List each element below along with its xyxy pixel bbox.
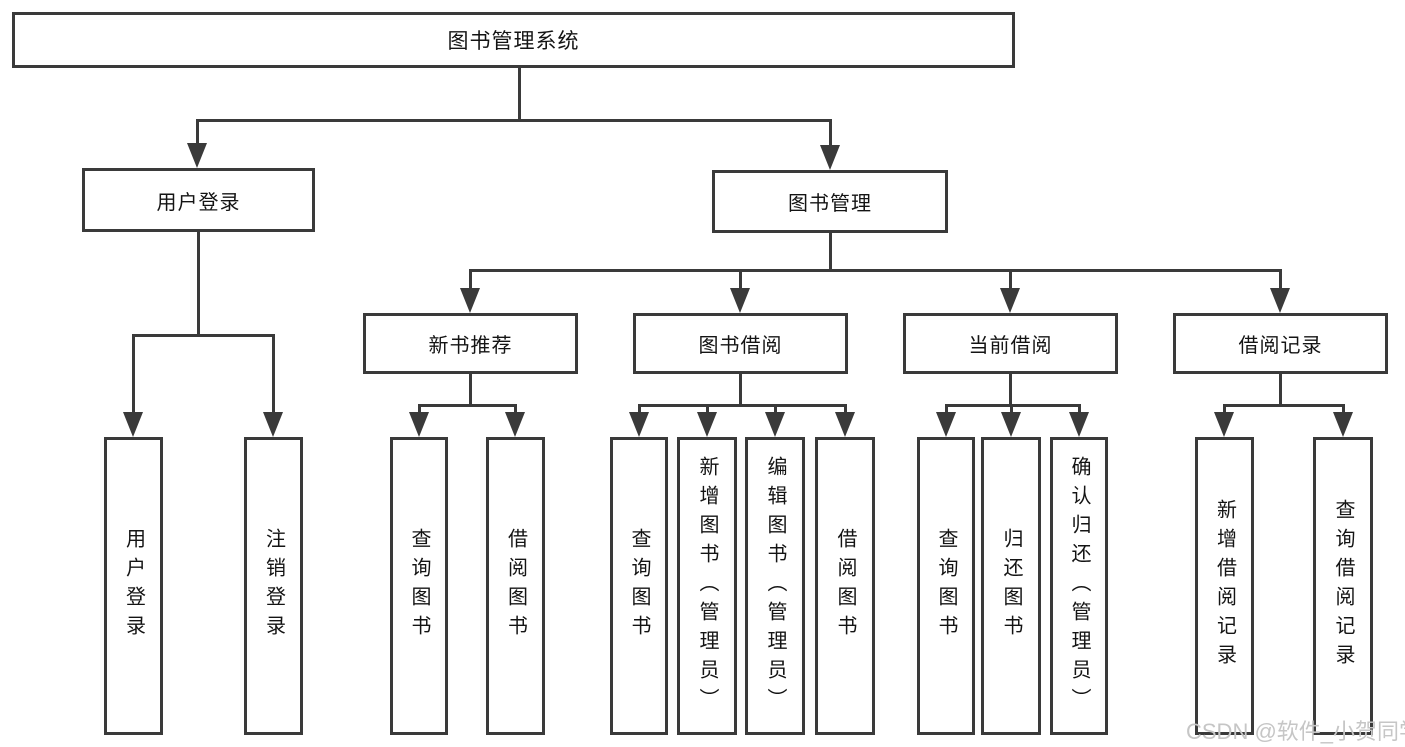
node-label: 编辑图书（管理员） [764, 455, 786, 717]
node-user-login-leaf: 用户登录 [104, 437, 163, 735]
arrowhead-down [460, 288, 480, 313]
watermark: CSDN @软件_小贺同学 [1186, 719, 1405, 744]
node-label: 图书管理系统 [447, 30, 580, 53]
node-label: 用户登录 [122, 528, 145, 644]
node-label: 借阅图书 [504, 528, 527, 644]
node-query-books-current: 查询图书 [917, 437, 975, 735]
connector-vline [197, 230, 200, 336]
node-borrow-books-recommend: 借阅图书 [486, 437, 545, 735]
node-label: 新增借阅记录 [1213, 499, 1236, 673]
arrowhead-down [820, 145, 840, 170]
node-label: 查询图书 [628, 528, 650, 644]
connector-vline [132, 334, 135, 414]
connector-hline [945, 404, 1081, 407]
node-label: 查询图书 [408, 528, 430, 644]
connector-vline [739, 372, 742, 406]
node-user-login: 用户登录 [82, 168, 315, 232]
node-query-borrow-record: 查询借阅记录 [1313, 437, 1373, 735]
node-label: 查询图书 [935, 528, 957, 644]
arrowhead-down [936, 412, 956, 437]
connector-vline [739, 269, 742, 291]
arrowhead-down [263, 412, 283, 437]
arrowhead-down [1214, 412, 1234, 437]
node-root: 图书管理系统 [12, 12, 1015, 68]
node-label: 当前借阅 [968, 335, 1053, 357]
node-label: 归还图书 [1000, 528, 1022, 644]
connector-vline [1078, 404, 1081, 415]
arrowhead-down [1333, 412, 1353, 437]
arrowhead-down [505, 412, 525, 437]
connector-vline [844, 404, 847, 415]
arrowhead-down [1000, 288, 1020, 313]
connector-vline [829, 231, 832, 272]
connector-hline [469, 269, 1282, 272]
connector-vline [1279, 372, 1282, 406]
connector-vline [469, 269, 472, 291]
connector-vline [1223, 404, 1226, 415]
arrowhead-down [1270, 288, 1290, 313]
connector-hline [132, 334, 275, 337]
node-borrow-books-leaf: 借阅图书 [815, 437, 875, 735]
arrowhead-down [730, 288, 750, 313]
node-current-borrow: 当前借阅 [903, 313, 1118, 374]
node-label: 图书管理 [788, 193, 872, 215]
arrowhead-down [1069, 412, 1089, 437]
connector-vline [774, 404, 777, 415]
node-label: 图书借阅 [698, 335, 783, 357]
arrowhead-down [629, 412, 649, 437]
arrowhead-down [123, 412, 143, 437]
connector-vline [518, 68, 521, 122]
connector-vline [1009, 372, 1012, 406]
node-return-books: 归还图书 [981, 437, 1041, 735]
arrowhead-down [765, 412, 785, 437]
connector-vline [945, 404, 948, 415]
node-label: 注销登录 [262, 528, 285, 644]
node-label: 查询借阅记录 [1332, 499, 1354, 673]
node-label: 确认归还（管理员） [1068, 455, 1090, 717]
node-confirm-return-admin: 确认归还（管理员） [1050, 437, 1108, 735]
connector-vline [1279, 269, 1282, 291]
connector-hline [418, 404, 517, 407]
node-label: 用户登录 [156, 191, 241, 214]
connector-hline [196, 119, 832, 122]
node-label: 新书推荐 [428, 335, 513, 357]
node-add-borrow-record: 新增借阅记录 [1195, 437, 1254, 735]
node-label: 新增图书（管理员） [696, 455, 718, 717]
node-borrow-records: 借阅记录 [1173, 313, 1388, 374]
node-label: 借阅记录 [1238, 335, 1323, 357]
arrowhead-down [187, 143, 207, 168]
node-label: 借阅图书 [834, 528, 856, 644]
arrowhead-down [835, 412, 855, 437]
connector-vline [418, 404, 421, 415]
arrowhead-down [697, 412, 717, 437]
node-logout: 注销登录 [244, 437, 303, 735]
connector-hline [1223, 404, 1345, 407]
connector-vline [1009, 269, 1012, 291]
connector-vline [514, 404, 517, 415]
node-book-management: 图书管理 [712, 170, 948, 233]
connector-vline [469, 372, 472, 406]
connector-hline [638, 404, 847, 407]
arrowhead-down [1001, 412, 1021, 437]
connector-vline [272, 334, 275, 414]
connector-vline [706, 404, 709, 415]
node-add-book-admin: 新增图书（管理员） [677, 437, 737, 735]
connector-vline [196, 119, 199, 146]
connector-vline [638, 404, 641, 415]
node-new-book-recommend: 新书推荐 [363, 313, 578, 374]
node-book-borrow: 图书借阅 [633, 313, 848, 374]
node-edit-book-admin: 编辑图书（管理员） [745, 437, 805, 735]
connector-vline [1342, 404, 1345, 415]
connector-vline [829, 119, 832, 148]
node-query-books-borrow: 查询图书 [610, 437, 668, 735]
arrowhead-down [409, 412, 429, 437]
node-query-books-recommend: 查询图书 [390, 437, 448, 735]
connector-vline [1010, 404, 1013, 415]
